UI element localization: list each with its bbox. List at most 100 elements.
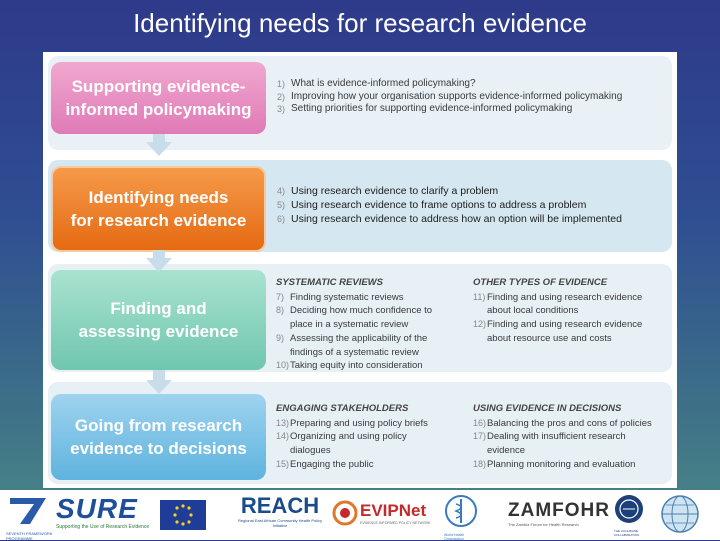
- list-item: 2)Improving how your organisation suppor…: [277, 91, 667, 104]
- list-item: 9) Assessing the applicability of the: [276, 332, 466, 346]
- item-number: 6): [277, 214, 286, 224]
- zamfohr-wordmark: ZAMFOHR: [508, 500, 610, 521]
- item-text: about local conditions: [487, 305, 579, 317]
- item-text: What is evidence-informed policymaking?: [291, 78, 476, 89]
- evipnet-wordmark: EVIPNet: [360, 501, 427, 520]
- item-number: 11): [473, 291, 486, 302]
- list-item: about local conditions: [473, 304, 669, 318]
- seventh-framework-text: SEVENTH FRAMEWORK PROGRAMME: [6, 531, 53, 541]
- list-item: place in a systematic review: [276, 318, 466, 332]
- who-logo: World Health Organization: [444, 494, 484, 541]
- step-1-list: 1) What is evidence-informed policymaking…: [277, 78, 667, 116]
- reach-logo: REACH Regional East African Community He…: [235, 494, 325, 534]
- item-text: Taking equity into consideration: [290, 360, 423, 372]
- evipnet-tagline: EVIDENCE-INFORMED POLICY NETWORK: [360, 521, 431, 525]
- list-item: 4) Using research evidence to clarify a p…: [277, 184, 667, 198]
- evipnet-logo: EVIPNet EVIDENCE-INFORMED POLICY NETWORK: [332, 500, 440, 536]
- item-number: 18): [473, 458, 487, 469]
- item-text: findings of a systematic review: [290, 346, 419, 358]
- item-number: 15): [276, 458, 290, 469]
- item-number: 7): [276, 291, 285, 302]
- item-text: Planning monitoring and evaluation: [487, 458, 636, 470]
- item-text: Finding systematic reviews: [290, 291, 404, 303]
- evipnet-swirl-icon: [332, 500, 358, 526]
- down-arrow-icon: [146, 134, 172, 156]
- globe-icon: [661, 495, 699, 533]
- list-item: 7) Finding systematic reviews: [276, 291, 466, 305]
- step-finding-assessing: Finding and assessing evidence: [51, 270, 266, 370]
- slide-title: Identifying needs for research evidence: [133, 8, 587, 38]
- list-item: 16)Balancing the pros and cons of polici…: [473, 417, 669, 431]
- reach-tagline: Regional East African Community Health P…: [237, 518, 323, 528]
- item-number: 17): [473, 431, 487, 442]
- item-number: 10): [276, 360, 290, 371]
- using-evidence-list: USING EVIDENCE IN DECISIONS 16)Balancing…: [473, 402, 669, 472]
- item-number: 14): [276, 431, 290, 442]
- item-number: [276, 444, 290, 458]
- step-2-list: 4) Using research evidence to clarify a p…: [277, 184, 667, 226]
- item-text: Using research evidence to address how a…: [291, 213, 622, 225]
- list-item: 17)Dealing with insufficient research: [473, 430, 669, 444]
- sure-logo: SURE Supporting the Use of Research Evid…: [56, 494, 156, 534]
- cochrane-logo: THE COCHRANE COLLABORATION: [614, 494, 648, 537]
- list-item: 18)Planning monitoring and evaluation: [473, 458, 669, 472]
- item-number: 13): [276, 417, 290, 428]
- eu-flag-icon: [160, 500, 206, 530]
- who-tagline: World Health Organization: [444, 533, 465, 541]
- sure-tagline: Supporting the Use of Research Evidence: [56, 524, 150, 530]
- item-text: Balancing the pros and cons of policies: [487, 417, 652, 429]
- item-text: Using research evidence to clarify a pro…: [291, 185, 499, 197]
- section-heading: USING EVIDENCE IN DECISIONS: [473, 403, 622, 414]
- framework-panel: Supporting evidence- informed policymaki…: [43, 52, 677, 488]
- item-number: 8): [276, 305, 285, 316]
- item-number: [276, 318, 290, 332]
- globe-logo: [660, 494, 704, 534]
- list-item: 13)Preparing and using policy briefs: [276, 417, 466, 431]
- down-arrow-icon: [146, 250, 172, 272]
- list-item: 12)Finding and using research evidence: [473, 318, 669, 332]
- zamfohr-tagline: The Zambia Forum for Health Research: [508, 522, 579, 527]
- list-item: 14)Organizing and using policy: [276, 430, 466, 444]
- item-text: Finding and using research evidence: [487, 319, 643, 331]
- cochrane-emblem-icon: [615, 495, 643, 523]
- engaging-stakeholders-list: ENGAGING STAKEHOLDERS 13)Preparing and u…: [276, 402, 466, 472]
- list-item: 1) What is evidence-informed policymaking…: [277, 78, 667, 91]
- item-text: Organizing and using policy: [290, 431, 407, 443]
- item-number: 12): [473, 319, 487, 330]
- item-text: Finding and using research evidence: [487, 291, 643, 303]
- logo-bar: SEVENTH FRAMEWORK PROGRAMME SURE Support…: [0, 490, 720, 541]
- zamfohr-logo: ZAMFOHR The Zambia Forum for Health Rese…: [508, 500, 610, 534]
- item-text: Engaging the public: [290, 458, 374, 470]
- item-number: 9): [276, 332, 285, 343]
- list-item: 15)Engaging the public: [276, 458, 466, 472]
- list-item: evidence: [473, 444, 669, 458]
- list-item: dialogues: [276, 444, 466, 458]
- item-number: 3): [277, 104, 286, 114]
- list-item: 8) Deciding how much confidence to: [276, 304, 466, 318]
- list-item: findings of a systematic review: [276, 346, 466, 360]
- step-going-to-decisions: Going from research evidence to decision…: [51, 394, 266, 480]
- item-text: place in a systematic review: [290, 319, 409, 331]
- item-number: 4): [277, 186, 286, 196]
- list-item: 10)Taking equity into consideration: [276, 359, 466, 373]
- item-text: Setting priorities for supporting eviden…: [291, 103, 573, 114]
- item-number: 5): [277, 200, 286, 210]
- item-number: [276, 346, 290, 360]
- item-number: 2): [277, 91, 286, 102]
- list-item: 3) Setting priorities for supporting evid…: [277, 103, 667, 116]
- section-heading: OTHER TYPES OF EVIDENCE: [473, 277, 608, 288]
- reach-wordmark: REACH: [240, 493, 320, 518]
- item-text: evidence: [487, 445, 526, 457]
- item-number: 1): [277, 79, 286, 89]
- item-text: Assessing the applicability of the: [290, 332, 428, 344]
- step-identifying-needs: Identifying needs for research evidence: [51, 166, 266, 252]
- item-number: [473, 444, 487, 458]
- item-text: about resource use and costs: [487, 332, 612, 344]
- down-arrow-icon: [146, 370, 172, 394]
- section-heading: SYSTEMATIC REVIEWS: [276, 277, 383, 288]
- cochrane-tagline: THE COCHRANE COLLABORATION: [614, 529, 640, 537]
- who-emblem-icon: [445, 495, 477, 527]
- item-text: Deciding how much confidence to: [290, 305, 433, 317]
- item-text: Preparing and using policy briefs: [290, 417, 428, 429]
- sure-wordmark: SURE: [56, 493, 138, 524]
